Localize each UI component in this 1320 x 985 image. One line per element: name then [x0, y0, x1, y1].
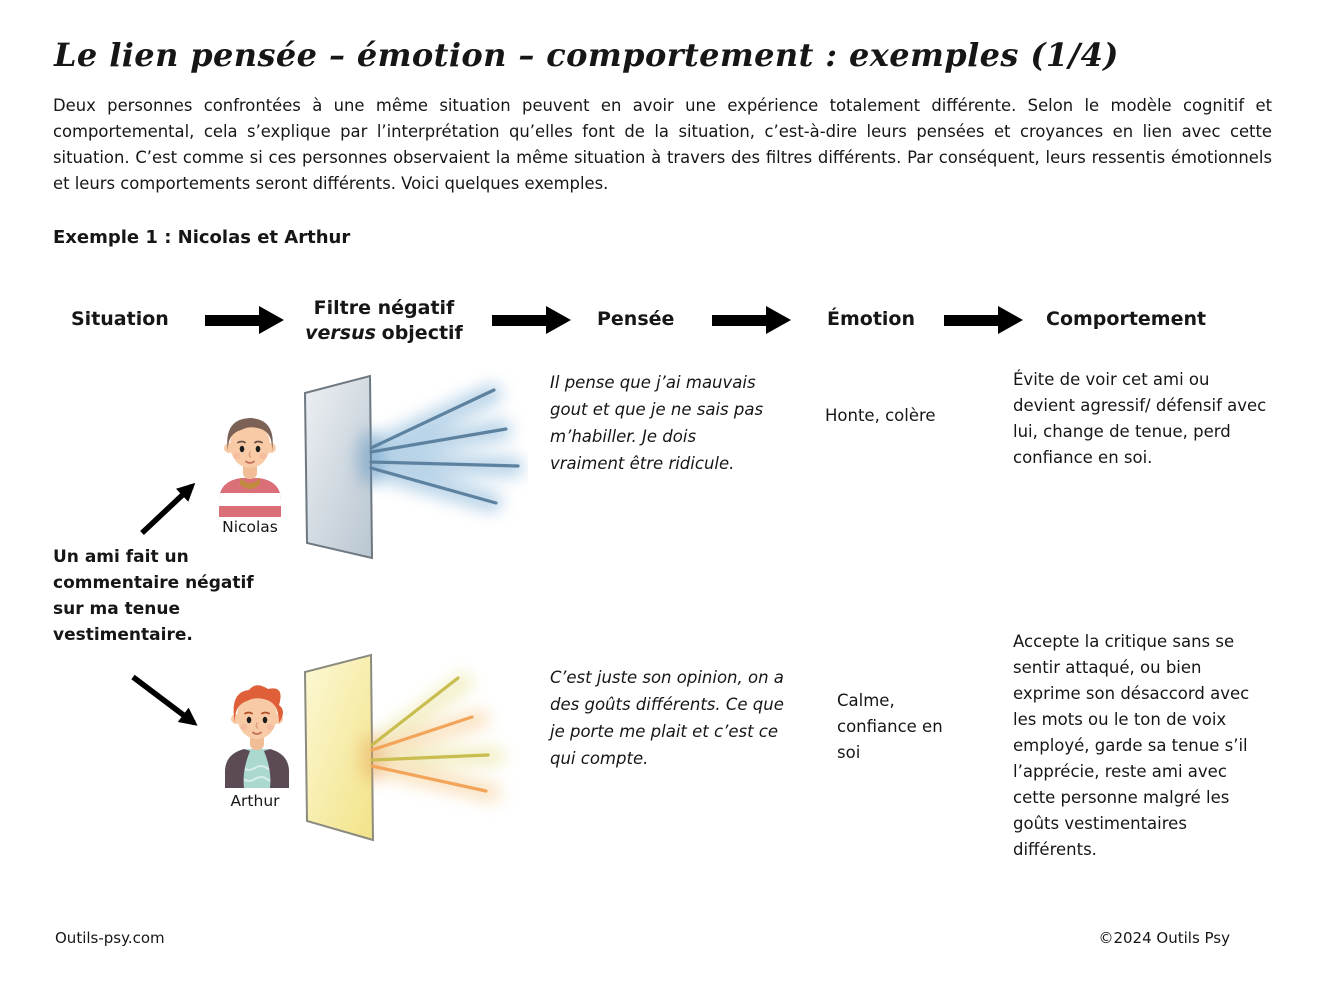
emotion-arthur: Calme, confiance en soi [837, 691, 943, 762]
flow-arrow-icon [712, 306, 791, 334]
footer-copyright: ©2024 Outils Psy [1098, 929, 1230, 947]
flow-arrow-shaft [944, 314, 998, 326]
nicolas-avatar [219, 418, 281, 517]
flow-step-situation: Situation [71, 308, 169, 330]
emotion-nicolas: Honte, colère [825, 406, 936, 425]
flow-step-filter-line1: Filtre négatif [313, 297, 455, 319]
negative-filter-graphic [303, 374, 524, 560]
intro-paragraph: Deux personnes confrontées à une même si… [53, 96, 1272, 193]
flow-arrow-shaft [205, 314, 259, 326]
comportement-nicolas: Évite de voir cet ami ou devient agressi… [1013, 370, 1267, 467]
arthur-label: Arthur [230, 792, 280, 810]
pensee-nicolas: Il pense que j’ai mauvais gout et que je… [550, 373, 764, 473]
flow-arrow-head [259, 306, 284, 334]
flow-arrow-shaft [492, 314, 546, 326]
comportement-arthur: Accepte la critique sans se sentir attaq… [1013, 632, 1250, 859]
pensee-arthur: C’est juste son opinion, on a des goûts … [550, 668, 784, 768]
arthur-avatar [225, 685, 289, 788]
objective-filter-graphic [303, 653, 505, 842]
flow-arrow-head [546, 306, 571, 334]
situation-text: Un ami fait un commentaire négatif sur m… [53, 547, 254, 645]
flow-step-filter-versus: versus [305, 322, 376, 344]
flow-arrow-icon [205, 306, 284, 334]
flow-arrow-head [998, 306, 1023, 334]
footer-site-name: Outils-psy.com [55, 929, 165, 947]
example-heading: Exemple 1 : Nicolas et Arthur [53, 227, 351, 248]
flow-arrow-head [766, 306, 791, 334]
situation-arrow-to-arthur-icon [131, 674, 198, 726]
flow-step-filter-objectif: objectif [381, 322, 463, 344]
nicolas-label: Nicolas [222, 518, 278, 536]
flow-step-emotion: Émotion [827, 308, 916, 330]
flow-step-pensee: Pensée [597, 308, 675, 330]
flow-step-comportement: Comportement [1046, 308, 1207, 330]
page-title: Le lien pensée – émotion – comportement … [54, 36, 1119, 74]
flow-arrow-icon [492, 306, 571, 334]
situation-arrow-to-nicolas-icon [140, 482, 196, 536]
flow-arrow-icon [944, 306, 1023, 334]
flow-arrow-shaft [712, 314, 766, 326]
